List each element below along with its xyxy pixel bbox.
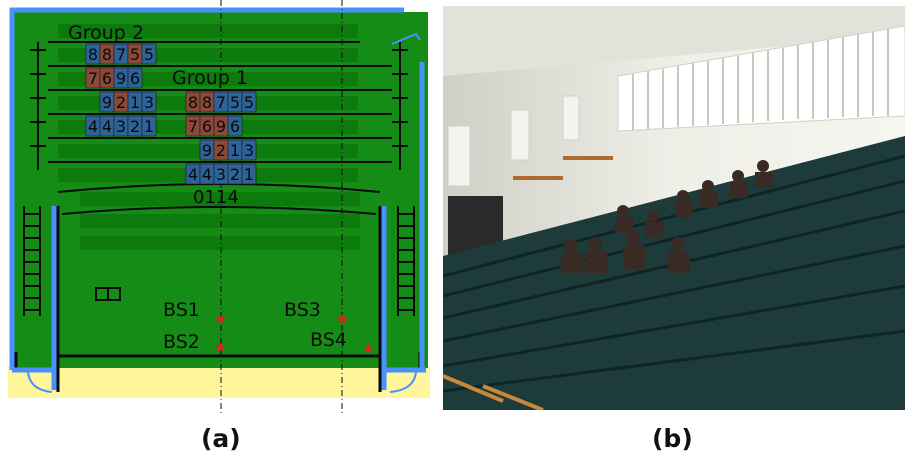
coat-rack [563, 156, 613, 160]
seat-number: 2 [216, 141, 226, 160]
group2-label: Group 2 [68, 22, 144, 44]
row-marker: 0114 [193, 187, 239, 208]
seat-rows [442, 154, 905, 393]
seat-row [80, 214, 360, 228]
bs2-label: BS2 [163, 331, 200, 353]
wall-panel [510, 109, 530, 161]
bs1-star-icon: ★ [214, 312, 227, 328]
seat-number: 8 [88, 45, 98, 64]
seat-number: 6 [230, 117, 240, 136]
seat-number: 8 [202, 93, 212, 112]
seat-number: 5 [130, 45, 140, 64]
seat-row [80, 236, 360, 250]
seat-number: 7 [116, 45, 126, 64]
window-slats [632, 29, 889, 130]
seat-tile [241, 139, 257, 161]
left-aisle-steps [23, 42, 46, 316]
seat-number: 5 [144, 45, 154, 64]
seat-number: 1 [230, 141, 240, 160]
seat-number: 8 [188, 93, 198, 112]
wall-panel [562, 95, 580, 141]
lecture-hall-photo [442, 6, 905, 412]
bs3-label: BS3 [284, 299, 321, 321]
bs4-label: BS4 [310, 329, 347, 351]
seat-number: 5 [244, 93, 254, 112]
stage-area [8, 366, 430, 398]
seat-number: 2 [116, 93, 126, 112]
seat-number: 4 [102, 117, 112, 136]
seat-tile [141, 115, 157, 137]
wall-panel [447, 125, 471, 187]
seat-number: 8 [102, 45, 112, 64]
tier-line [61, 206, 377, 215]
seat-number: 6 [102, 69, 112, 88]
seat-number: 7 [216, 93, 226, 112]
seat-tile [141, 91, 157, 113]
reference-lines [220, 0, 343, 415]
right-aisle-steps [392, 42, 415, 316]
seat-tile [127, 67, 143, 89]
seat-row [80, 192, 360, 206]
seat-number: 4 [88, 117, 98, 136]
caption-a: (a) [201, 424, 241, 453]
caption-b: (b) [652, 424, 693, 453]
seat-tile [241, 91, 257, 113]
seat-number: 4 [188, 165, 198, 184]
seat-number: 7 [88, 69, 98, 88]
seat-number: 9 [116, 69, 126, 88]
seat-number: 2 [130, 117, 140, 136]
audience [561, 160, 773, 273]
seat-number: 3 [216, 165, 226, 184]
windows [617, 25, 905, 132]
armrests [442, 374, 544, 412]
seat-number: 9 [102, 93, 112, 112]
seat-number: 6 [202, 117, 212, 136]
seat-number: 3 [244, 141, 254, 160]
outer-wall [9, 7, 426, 390]
seat-number: 3 [116, 117, 126, 136]
bs1-label: BS1 [163, 299, 200, 321]
seat-number: 1 [130, 93, 140, 112]
seat-tile [227, 115, 243, 137]
seat-number: 6 [130, 69, 140, 88]
seat-row [58, 24, 358, 38]
seat-number: 1 [144, 117, 154, 136]
seat-number: 7 [188, 117, 198, 136]
coat-rack [513, 176, 563, 180]
seat-number: 2 [230, 165, 240, 184]
seat-number: 3 [144, 93, 154, 112]
bs2-star-icon: ★ [214, 340, 227, 356]
group1-label: Group 1 [172, 67, 248, 89]
inner-walls [14, 206, 422, 392]
seat-tile [241, 163, 257, 185]
seat-number: 4 [202, 165, 212, 184]
seat-number: 9 [216, 117, 226, 136]
seat-number: 9 [202, 141, 212, 160]
lectern-icon [95, 287, 121, 301]
door-arcs [27, 32, 421, 393]
seat-tile [141, 43, 157, 65]
seat-number: 1 [244, 165, 254, 184]
bs4-star-icon: ★ [362, 341, 375, 357]
lecture-hall-photo-illustration [442, 6, 905, 412]
base-stations: BS1 BS2 BS3 BS4 ★ ★ ★ ★ [163, 299, 375, 357]
bs3-star-icon: ★ [336, 312, 349, 328]
seat-number: 5 [230, 93, 240, 112]
